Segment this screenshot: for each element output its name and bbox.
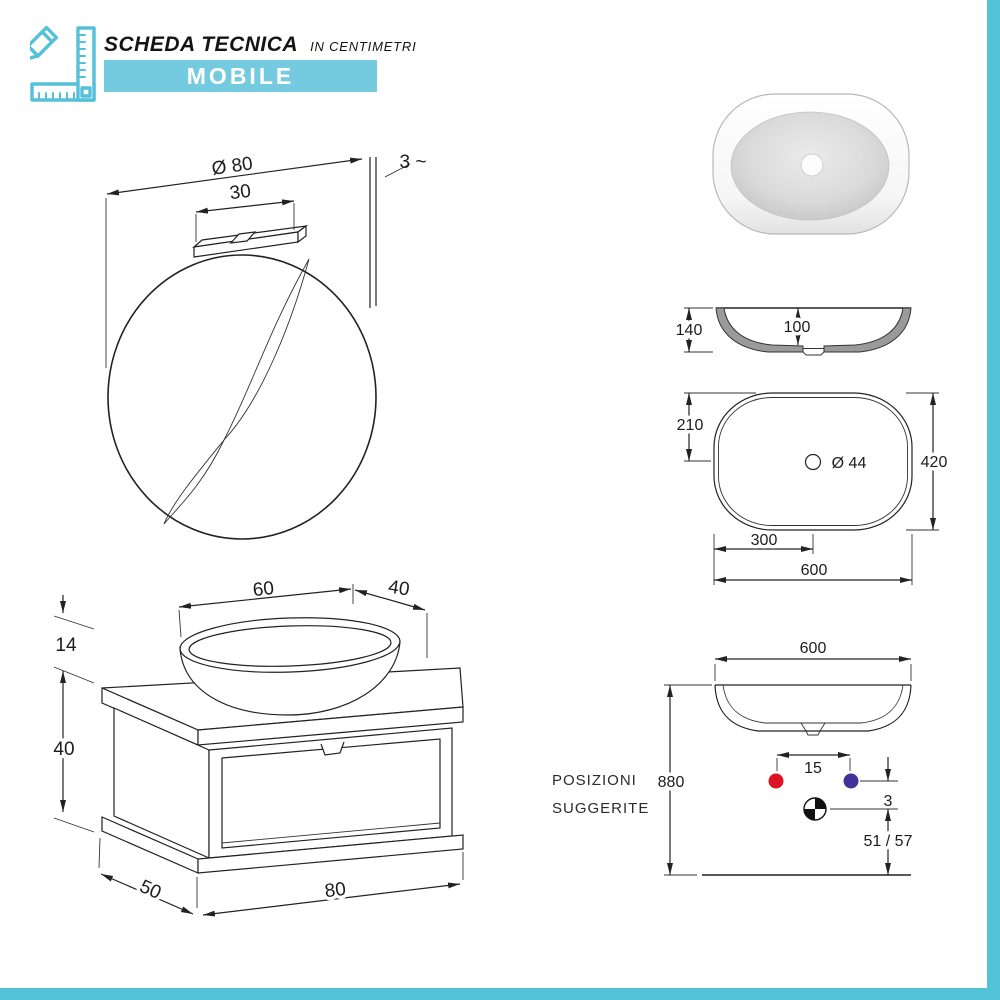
top-offset-x-dimension: 300 bbox=[713, 529, 814, 585]
basin-width-dimension: 60 bbox=[178, 578, 354, 638]
svg-text:30: 30 bbox=[229, 181, 253, 204]
accent-strip-right bbox=[987, 0, 1000, 1000]
page-title: SCHEDA TECNICA IN CENTIMETRI bbox=[104, 33, 417, 57]
svg-text:880: 880 bbox=[658, 774, 685, 791]
accent-strip-bottom bbox=[0, 988, 1000, 1000]
svg-text:80: 80 bbox=[324, 879, 348, 902]
basin-top-view: Ø 44 210 420 300 600 bbox=[673, 392, 951, 585]
svg-text:14: 14 bbox=[55, 635, 77, 656]
top-width-dimension: 600 bbox=[714, 534, 913, 585]
side-offset-dimension: 40 bbox=[354, 577, 428, 658]
drawer-front bbox=[221, 738, 441, 849]
section-depth-dimension: 100 bbox=[780, 308, 814, 345]
svg-text:Ø 80: Ø 80 bbox=[210, 153, 254, 180]
svg-text:100: 100 bbox=[784, 319, 811, 336]
basin-render-top-view bbox=[712, 93, 910, 235]
product-type-banner: MOBILE bbox=[104, 60, 377, 92]
front-drain-trap bbox=[800, 722, 826, 736]
svg-text:3: 3 bbox=[884, 793, 893, 810]
section-drain bbox=[802, 348, 825, 356]
drain-gap-dimension: 3 bbox=[884, 757, 893, 810]
section-wall-right bbox=[823, 307, 912, 353]
mirror-reflection-line bbox=[163, 258, 310, 525]
basin-height-dimension: 14 bbox=[52, 595, 95, 687]
mirror-diameter-dimension: Ø 80 bbox=[105, 153, 363, 368]
svg-text:600: 600 bbox=[801, 562, 828, 579]
title-text: SCHEDA TECNICA bbox=[104, 33, 299, 56]
section-height-dimension: 140 bbox=[672, 307, 713, 353]
svg-text:40: 40 bbox=[53, 739, 74, 760]
svg-text:51 / 57: 51 / 57 bbox=[864, 833, 913, 850]
square-ruler-icon bbox=[30, 26, 96, 102]
mirror-outline bbox=[107, 254, 377, 540]
wall-height-dimension: 880 bbox=[654, 684, 911, 876]
svg-text:600: 600 bbox=[800, 640, 827, 657]
pencil-icon bbox=[30, 26, 59, 62]
front-width-dimension: 600 bbox=[714, 637, 912, 681]
svg-text:300: 300 bbox=[751, 532, 778, 549]
mirror-light-bar bbox=[192, 224, 309, 258]
svg-text:60: 60 bbox=[252, 578, 275, 601]
svg-text:3 ~: 3 ~ bbox=[400, 152, 427, 173]
svg-text:140: 140 bbox=[676, 322, 703, 339]
vanity-base bbox=[101, 816, 464, 874]
svg-text:210: 210 bbox=[677, 417, 704, 434]
basin-front-view: 600 880 POSIZIONI SUGGERITE bbox=[552, 637, 916, 876]
vanity-drawing: 60 40 14 40 bbox=[50, 577, 464, 917]
tap-spacing-dimension: 15 bbox=[776, 752, 851, 781]
basin-section-view: 140 100 bbox=[672, 307, 912, 356]
svg-text:40: 40 bbox=[387, 577, 411, 601]
drain-symbol bbox=[803, 797, 827, 821]
light-width-dimension: 30 bbox=[195, 181, 295, 242]
title-unit: IN CENTIMETRI bbox=[310, 39, 417, 54]
mirror-reflection-line bbox=[163, 258, 310, 525]
section-wall-left bbox=[715, 307, 804, 353]
vanity-cabinet bbox=[113, 707, 453, 859]
svg-text:15: 15 bbox=[804, 760, 822, 777]
drain-mark bbox=[804, 453, 822, 471]
hot-water-dot bbox=[768, 773, 784, 789]
drain-height-dimension: 51 / 57 bbox=[860, 809, 916, 875]
cold-water-dot bbox=[843, 773, 859, 789]
countertop-basin bbox=[179, 617, 401, 716]
ruler-pencil-icon bbox=[30, 26, 96, 102]
positions-note-line2: SUGGERITE bbox=[552, 800, 649, 817]
svg-text:Ø 44: Ø 44 bbox=[832, 455, 867, 472]
mirror-depth-dimension: 3 ~ bbox=[369, 152, 427, 308]
svg-text:420: 420 bbox=[921, 454, 948, 471]
mirror-drawing: Ø 80 30 3 ~ bbox=[105, 152, 427, 540]
top-height-dimension: 420 bbox=[906, 392, 951, 531]
drawer-handle-notch bbox=[320, 741, 345, 756]
cabinet-height-dimension: 40 bbox=[50, 687, 95, 833]
top-offset-y-dimension: 210 bbox=[673, 392, 756, 462]
drain-hole bbox=[800, 153, 824, 177]
positions-note-line1: POSIZIONI bbox=[552, 772, 637, 789]
banner-text: MOBILE bbox=[186, 62, 295, 89]
